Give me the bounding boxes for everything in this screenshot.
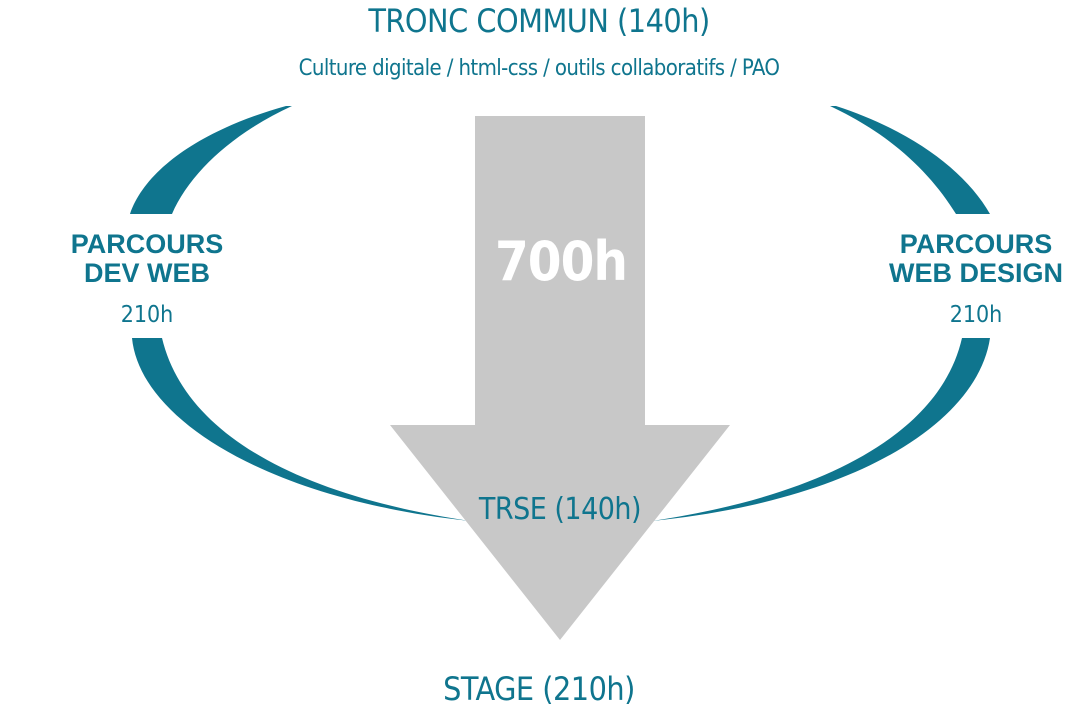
left-track-label: PARCOURS DEV WEB (37, 230, 257, 288)
left-track-line1: PARCOURS (70, 229, 224, 259)
right-track-label: PARCOURS WEB DESIGN (858, 230, 1078, 288)
left-track-line2: DEV WEB (83, 258, 210, 288)
left-upper-arc (130, 106, 292, 214)
common-core-subtitle: Culture digitale / html-css / outils col… (298, 56, 780, 81)
common-core-title: TRONC COMMUN (140h) (368, 2, 710, 40)
left-lower-arc (132, 338, 470, 521)
left-track-hours: 210h (120, 302, 174, 328)
right-track-line2: WEB DESIGN (888, 258, 1063, 288)
trse-label: TRSE (140h) (478, 492, 642, 527)
right-lower-arc (652, 338, 990, 521)
stage-label: STAGE (210h) (443, 670, 635, 708)
right-upper-arc (830, 106, 990, 214)
down-arrow (390, 116, 730, 640)
right-track-line1: PARCOURS (899, 229, 1053, 259)
right-track-hours: 210h (949, 302, 1003, 328)
total-hours: 700h (494, 230, 628, 293)
